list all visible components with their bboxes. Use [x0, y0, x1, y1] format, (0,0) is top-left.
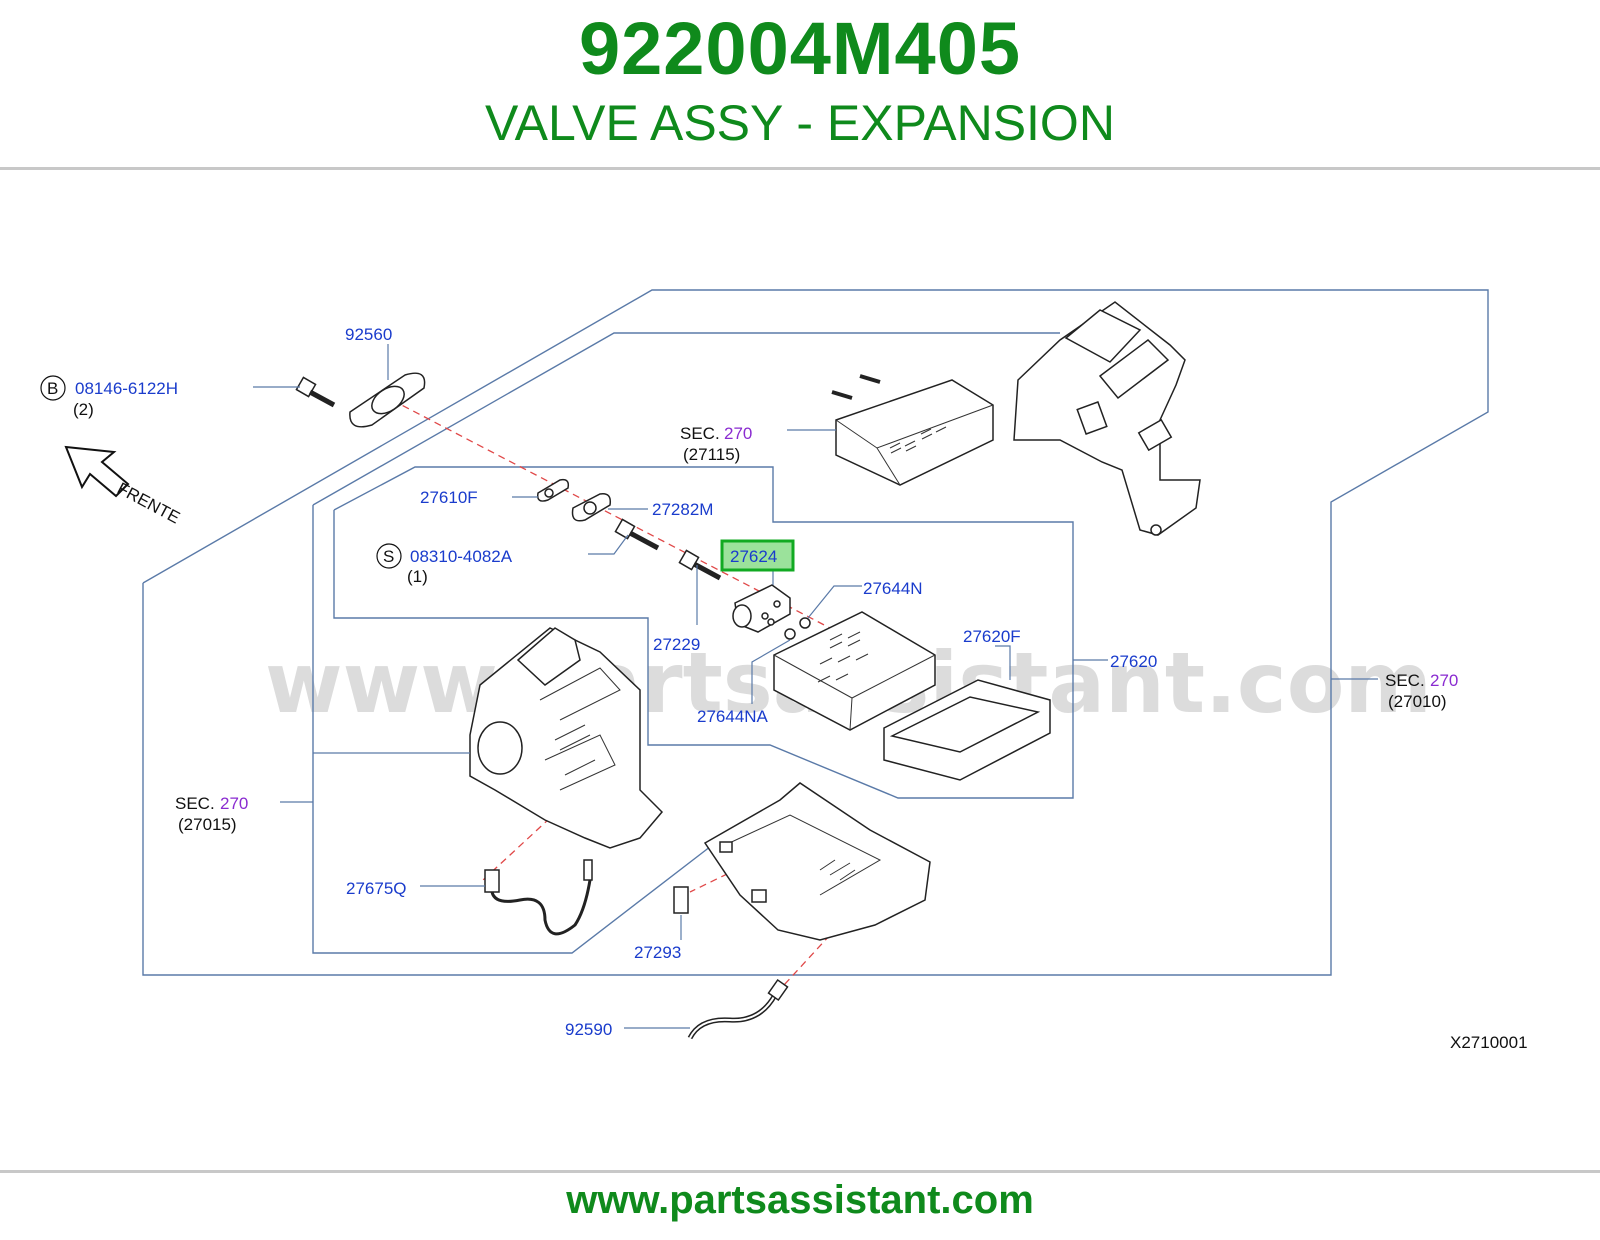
- callout-27282M[interactable]: 27282M: [652, 500, 713, 519]
- evaporator-27620-icon: [773, 611, 936, 731]
- sec-27015-ref: (27015): [178, 815, 237, 834]
- callout-27620[interactable]: 27620: [1110, 652, 1157, 671]
- sec-27010-number[interactable]: 270: [1430, 671, 1458, 690]
- gasket-92560-icon: [349, 372, 426, 428]
- callout-08146-prefix: B: [47, 379, 58, 398]
- part-description: VALVE ASSY - EXPANSION: [485, 95, 1115, 151]
- assembly-line-hose: [783, 934, 831, 986]
- sensor-27675Q-icon: [484, 859, 593, 936]
- diagram-code: X2710001: [1450, 1033, 1528, 1052]
- callout-08146-qty: (2): [73, 400, 94, 419]
- callout-08310[interactable]: 08310-4082A: [410, 547, 513, 566]
- callout-27620F[interactable]: 27620F: [963, 627, 1021, 646]
- o-ring-27644N-icon: [799, 617, 811, 629]
- callout-92590[interactable]: 92590: [565, 1020, 612, 1039]
- callout-27229[interactable]: 27229: [653, 635, 700, 654]
- footer-url[interactable]: www.partsassistant.com: [566, 1178, 1034, 1222]
- part-number: 922004M405: [578, 7, 1022, 90]
- clip-27610F-icon: [536, 478, 570, 502]
- front-arrow-icon: [64, 445, 130, 498]
- evaporator-section-box: [333, 466, 1074, 799]
- sec-27010-label: SEC.: [1385, 671, 1425, 690]
- callout-08146[interactable]: 08146-6122H: [75, 379, 178, 398]
- frente-label: FRENTE: [114, 479, 183, 528]
- grommet-27282M-icon: [571, 492, 612, 522]
- callout-27644NA[interactable]: 27644NA: [697, 707, 769, 726]
- leader-08310: [588, 534, 629, 555]
- sec-27015-label: SEC.: [175, 794, 215, 813]
- inner-section-box: [312, 332, 1060, 506]
- callout-27624[interactable]: 27624: [730, 547, 777, 566]
- callout-08310-prefix: S: [383, 547, 394, 566]
- lower-case-icon: [703, 782, 931, 941]
- callout-08310-qty: (1): [407, 567, 428, 586]
- footer-divider: [0, 1170, 1600, 1173]
- sec-27010-ref: (27010): [1388, 692, 1447, 711]
- drain-hose-92590-icon: [687, 978, 789, 1040]
- bolt-27229-icon: [678, 549, 722, 581]
- sec-27015-number[interactable]: 270: [220, 794, 248, 813]
- sec-27115-label: SEC.: [680, 424, 720, 443]
- callout-92560[interactable]: 92560: [345, 325, 392, 344]
- o-ring-27644NA-icon: [784, 628, 796, 640]
- clip-27293-icon: [673, 886, 689, 914]
- leader-27644NA: [751, 639, 791, 704]
- heater-core-icon: [831, 374, 994, 486]
- leader-27620F: [995, 645, 1011, 680]
- callout-27293[interactable]: 27293: [634, 943, 681, 962]
- highlight-box-27624: [720, 539, 795, 572]
- bolt-prefix-circle-s: [376, 543, 402, 569]
- lower-section-box: [312, 505, 716, 954]
- sec-27115-number[interactable]: 270: [724, 424, 752, 443]
- bolt-prefix-circle-b: [40, 375, 66, 401]
- callout-27610F[interactable]: 27610F: [420, 488, 478, 507]
- expansion-valve-27624-icon: [732, 584, 791, 633]
- outer-section-box: [142, 289, 1489, 976]
- assembly-line-main: [391, 399, 831, 629]
- heater-unit-case-icon: [469, 627, 664, 849]
- sec-27115-ref: (27115): [683, 445, 740, 464]
- evaporator-seal-27620F-icon: [883, 679, 1051, 781]
- header: 922004M405 VALVE ASSY - EXPANSION: [0, 0, 1600, 168]
- bolt-08146-icon: [295, 376, 336, 408]
- leader-27644N: [807, 585, 862, 619]
- callout-27644N[interactable]: 27644N: [863, 579, 923, 598]
- bolt-08310-icon: [614, 518, 660, 551]
- callout-27675Q[interactable]: 27675Q: [346, 879, 407, 898]
- header-divider: [0, 167, 1600, 170]
- heater-duct-icon: [1013, 301, 1201, 536]
